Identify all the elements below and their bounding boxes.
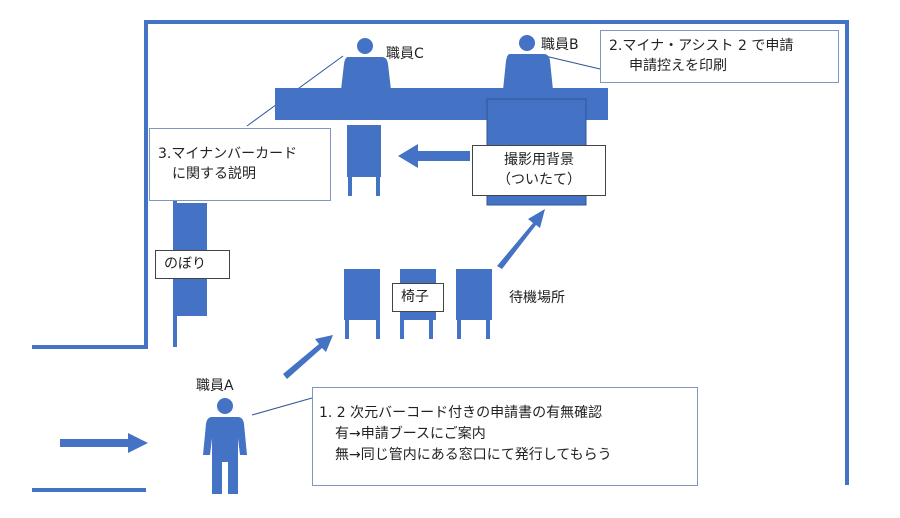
callout-line-b (544, 55, 601, 70)
arrow-to-counter-icon (497, 209, 545, 269)
waiting-area-label: 待機場所 (509, 290, 565, 306)
step3-line1: 3.マイナンバーカード (158, 146, 298, 162)
wall-upper (32, 20, 849, 485)
staff-a-label: 職員A (196, 378, 234, 394)
staff-c-label: 職員C (386, 46, 424, 62)
step1-line1: 1. 2 次元バーコード付きの申請書の有無確認 (319, 405, 603, 421)
entrance-arrow-icon (60, 433, 148, 453)
step2-line1: 2.マイナ・アシスト 2 で申請 (609, 38, 794, 54)
banner-label: のぼり (155, 250, 230, 279)
backdrop-label: 撮影用背景 （ついたて） (472, 145, 606, 196)
step3-line2: に関する説明 (172, 166, 256, 182)
chair-icon (344, 269, 380, 339)
staff-b-icon (503, 35, 553, 90)
arrow-to-explain-icon (398, 144, 470, 168)
callout-step2: 2.マイナ・アシスト 2 で申請 申請控えを印刷 (600, 30, 839, 83)
chair-icon (347, 125, 381, 196)
step1-line3: 無→同じ管内にある窓口にて発行してもらう (335, 447, 612, 463)
chair-label: 椅子 (392, 283, 444, 312)
staff-b-label: 職員B (541, 37, 579, 53)
arrow-to-waiting-icon (283, 335, 333, 379)
callout-step1: 1. 2 次元バーコード付きの申請書の有無確認 有→申請ブースにご案内 無→同じ… (312, 387, 698, 486)
callout-line-a (251, 397, 313, 416)
callout-step3: 3.マイナンバーカード に関する説明 (149, 128, 331, 201)
staff-a-icon (203, 398, 247, 494)
staff-c-icon (341, 38, 391, 90)
step2-line2: 申請控えを印刷 (629, 58, 727, 74)
step1-line2: 有→申請ブースにご案内 (335, 426, 486, 442)
backdrop-label-line1: 撮影用背景 (504, 152, 574, 168)
chair-icon (456, 269, 492, 339)
backdrop-label-line2: （ついたて） (497, 172, 581, 188)
